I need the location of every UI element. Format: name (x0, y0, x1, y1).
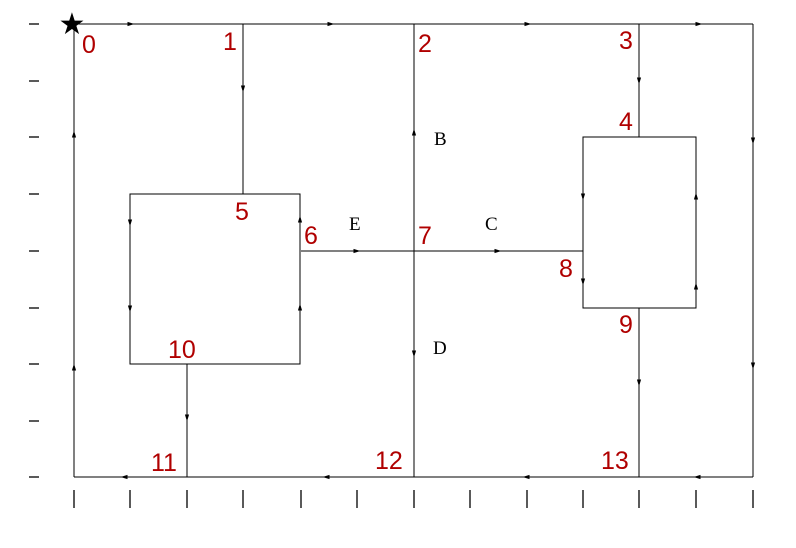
edge-label-d: D (433, 338, 447, 359)
node-label-4: 4 (619, 108, 633, 136)
edge-label-b: B (434, 129, 447, 150)
node-label-12: 12 (375, 447, 403, 475)
box-10 (129, 193, 301, 365)
node-labels: 0 1 2 3 4 5 6 7 8 9 10 11 12 13 (82, 27, 633, 477)
node-label-1: 1 (223, 28, 237, 56)
node-label-6: 6 (304, 222, 318, 250)
diagram-lines (71, 21, 756, 480)
node-label-0: 0 (82, 31, 96, 59)
node-label-2: 2 (418, 30, 432, 58)
box-11 (582, 136, 697, 309)
node-label-13: 13 (601, 447, 629, 475)
node-label-5: 5 (235, 198, 249, 226)
start-star-icon: ★ (59, 7, 86, 42)
node-label-11: 11 (151, 449, 177, 477)
node-label-3: 3 (619, 27, 633, 55)
node-label-10: 10 (168, 336, 196, 364)
edge-label-c: C (485, 214, 498, 235)
edge-label-e: E (349, 214, 361, 235)
edge-labels: B E C D (349, 129, 498, 359)
grid-ticks (29, 23, 754, 508)
node-label-8: 8 (559, 255, 573, 283)
node-label-7: 7 (418, 222, 432, 250)
node-label-9: 9 (619, 311, 633, 339)
